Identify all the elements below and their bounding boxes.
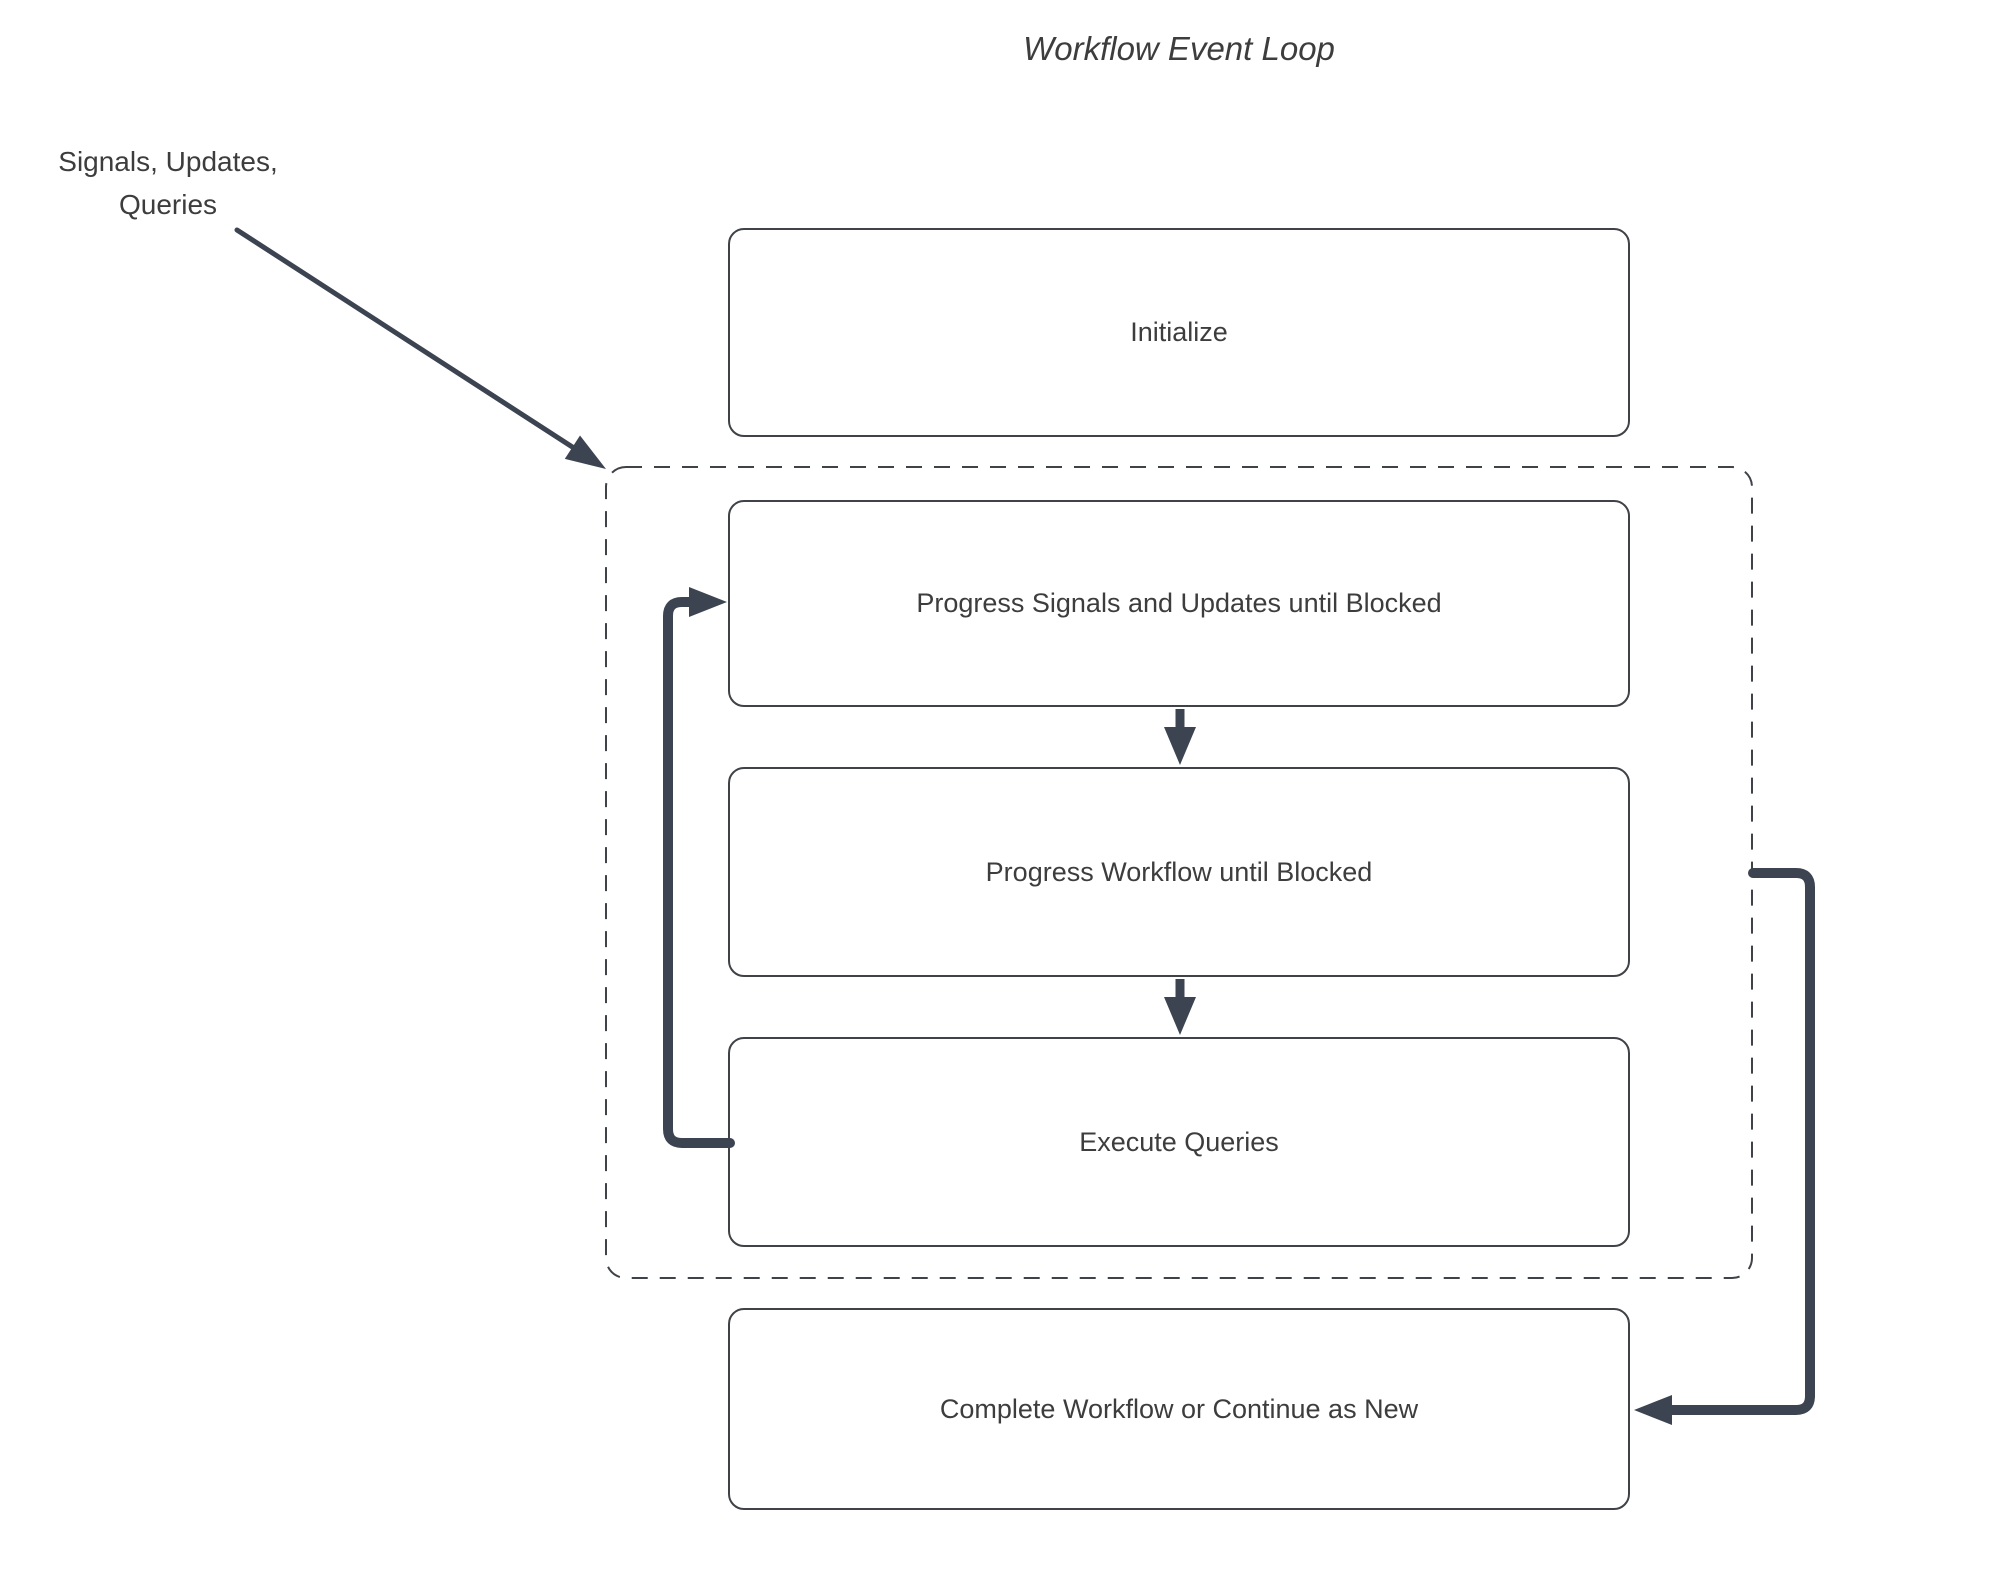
node-complete-workflow: Complete Workflow or Continue as New [728, 1308, 1630, 1510]
arrow-queries-to-signals-loop-head [689, 587, 727, 617]
arrow-signals-to-workflow-head [1164, 727, 1196, 765]
annotation-line-2: Queries [118, 189, 218, 220]
arrow-queries-to-signals-loop-line [663, 597, 735, 1148]
node-initialize-label: Initialize [1130, 317, 1228, 347]
node-progress-signals: Progress Signals and Updates until Block… [728, 500, 1630, 707]
signals-updates-queries-annotation: Signals, Updates, Queries [18, 140, 318, 226]
node-progress-workflow: Progress Workflow until Blocked [728, 767, 1630, 977]
node-progress-workflow-label: Progress Workflow until Blocked [985, 856, 1373, 887]
node-execute-queries: Execute Queries [728, 1037, 1630, 1247]
arrow-group-to-complete-head [1634, 1395, 1672, 1425]
node-initialize: Initialize [728, 228, 1630, 437]
annotation-line-1: Signals, Updates, [58, 146, 278, 177]
arrow-annotation-to-group-head [564, 435, 606, 469]
arrow-annotation-to-group-line [234, 227, 580, 453]
arrow-group-to-complete-line [1665, 868, 1815, 1415]
node-progress-signals-label: Progress Signals and Updates until Block… [916, 588, 1442, 618]
arrow-workflow-to-queries-head [1164, 997, 1196, 1035]
diagram-title: Workflow Event Loop [1023, 30, 1335, 67]
node-execute-queries-label: Execute Queries [1079, 1126, 1279, 1157]
node-complete-workflow-label: Complete Workflow or Continue as New [939, 1393, 1419, 1424]
